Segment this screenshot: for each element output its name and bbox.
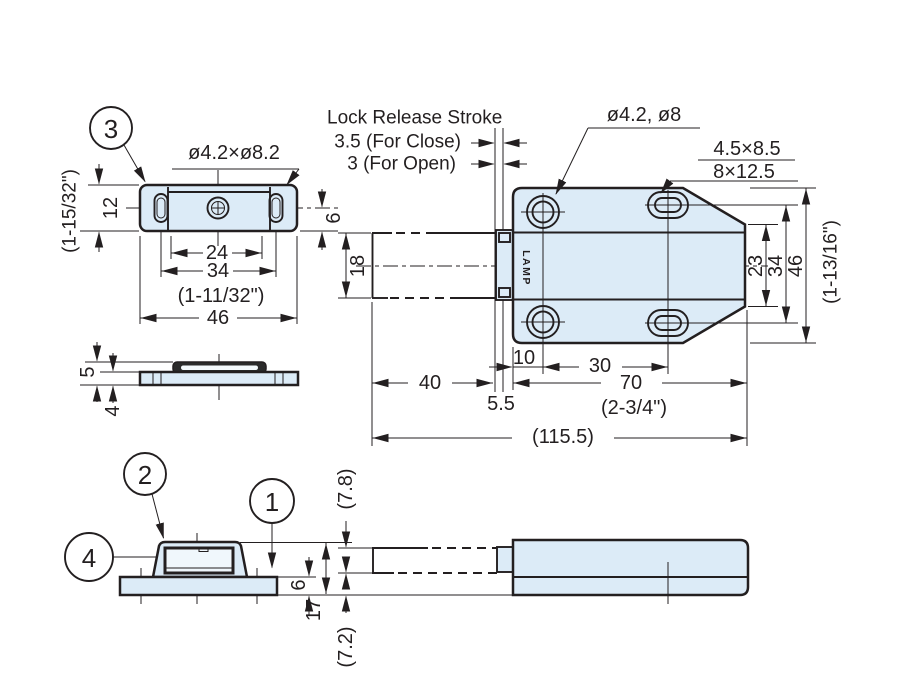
- brand-logo: LAMP: [520, 250, 532, 286]
- latch-body-top-view: Lock Release Stroke 3.5 (For Close) 3 (F…: [327, 104, 842, 448]
- dim-body-flat: 23: [745, 255, 767, 277]
- dim-plate-pitch-inch: (1-11/32"): [178, 285, 265, 307]
- plate-slot-size-label: ø4.2×ø8.2: [188, 142, 280, 164]
- dim-front: 40: [419, 372, 441, 394]
- stroke-close-label: 3.5 (For Close): [334, 132, 461, 153]
- callout-1-label: 1: [265, 487, 279, 517]
- dim-plunger-width: 18: [347, 255, 369, 277]
- dim-plate-width: 46: [207, 307, 229, 329]
- callout-2-label: 2: [138, 460, 152, 490]
- callout-2-circle: [123, 452, 167, 496]
- stroke-open-label: 3 (For Open): [347, 154, 456, 175]
- callout-3-label: 3: [104, 114, 118, 144]
- dim-base-thickness: 6: [288, 579, 310, 590]
- dim-length: 70: [620, 372, 642, 394]
- dim-body-pitch-v: 34: [765, 255, 787, 277]
- dim-plate-center-offset: 6: [323, 212, 345, 223]
- dim-plate-height-inch: (1-15/32"): [60, 169, 81, 253]
- dim-assembly-height: 17: [303, 599, 325, 621]
- dim-hole-pitch: 30: [589, 355, 611, 377]
- assembly-side-view: 2 1 4 6 17 (7.8) (7.2): [64, 452, 750, 668]
- dim-hole-edge: 10: [513, 347, 535, 369]
- dim-overall: (115.5): [532, 426, 594, 448]
- body-holes-label: ø4.2, ø8: [607, 104, 681, 126]
- dim-plate-pitch-inner: 24: [206, 242, 228, 264]
- lock-release-stroke-label: Lock Release Stroke: [327, 108, 502, 129]
- dim-length-inch: (2-3/4"): [601, 397, 667, 419]
- callout-4-label: 4: [82, 543, 96, 573]
- dim-plate-height: 12: [100, 197, 122, 219]
- dim-body-height: 46: [785, 255, 807, 277]
- strike-plate-side-view: 5 4: [77, 342, 300, 417]
- dim-plate-pitch: 34: [207, 260, 229, 282]
- dim-lower-offset: (7.2): [335, 626, 357, 667]
- dim-boss-height: 5: [77, 366, 99, 377]
- dim-plate-thickness: 4: [102, 405, 124, 416]
- body-slot-outer-label: 8×12.5: [713, 161, 775, 183]
- body-slot-inner-label: 4.5×8.5: [713, 138, 780, 160]
- catch-window: [163, 546, 235, 575]
- dim-gap: 5.5: [487, 393, 515, 415]
- catch-strip-insert: [181, 365, 258, 370]
- dim-body-height-inch: (1-13/16"): [821, 220, 842, 304]
- strike-plate-top-view: 3 ø4.2×ø8.2 24 34 (1-11/32") 46 12 (1-15…: [60, 106, 345, 329]
- dim-plunger-thickness: (7.8): [335, 468, 357, 509]
- callout-3-circle: [89, 106, 133, 150]
